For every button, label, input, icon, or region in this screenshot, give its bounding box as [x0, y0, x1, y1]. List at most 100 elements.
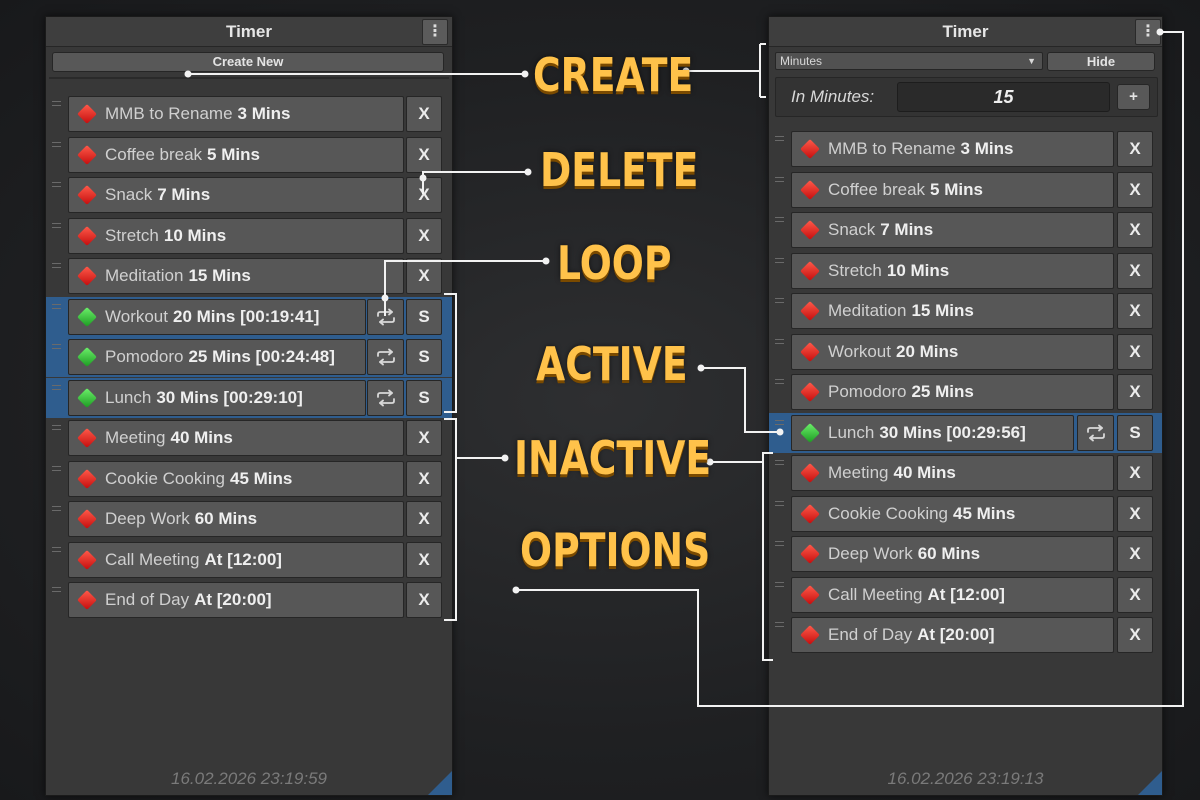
drag-handle-icon[interactable]: [775, 257, 784, 263]
delete-button[interactable]: X: [406, 541, 442, 578]
create-connector-right: [686, 43, 766, 98]
delete-button[interactable]: X: [1117, 212, 1153, 248]
drag-handle-icon[interactable]: [52, 303, 61, 309]
loop-arrows-icon[interactable]: [367, 379, 404, 416]
drag-handle-icon[interactable]: [775, 338, 784, 344]
delete-button[interactable]: X: [406, 96, 442, 132]
drag-handle-icon[interactable]: [775, 136, 784, 141]
drag-handle-icon[interactable]: [775, 460, 784, 465]
loop-arrows-icon[interactable]: [367, 298, 404, 335]
kebab-icon[interactable]: ⋮: [422, 19, 448, 45]
minutes-input[interactable]: 15: [897, 82, 1110, 112]
delete-button[interactable]: X: [406, 177, 442, 213]
drag-handle-icon[interactable]: [52, 384, 61, 390]
delete-button[interactable]: X: [1117, 536, 1153, 572]
drag-handle-icon[interactable]: [775, 419, 784, 425]
drag-handle-icon[interactable]: [52, 465, 61, 471]
drag-handle-icon[interactable]: [52, 222, 61, 228]
drag-handle-icon[interactable]: [52, 182, 61, 187]
stop-button[interactable]: S: [406, 379, 442, 416]
delete-button[interactable]: X: [1117, 576, 1153, 613]
delete-button[interactable]: X: [406, 420, 442, 456]
connector-dot: [512, 586, 520, 594]
delete-button[interactable]: X: [406, 582, 442, 618]
stop-button[interactable]: S: [1117, 414, 1153, 451]
hide-button[interactable]: Hide: [1047, 52, 1155, 71]
timer-duration: 3 Mins: [237, 104, 291, 123]
timer-name: Stretch: [828, 260, 882, 280]
delete-button[interactable]: X: [1117, 455, 1153, 491]
create-new-button[interactable]: Create New: [52, 52, 444, 72]
delete-button[interactable]: X: [1117, 131, 1153, 167]
delete-button[interactable]: X: [1117, 252, 1153, 289]
loop-arrows-icon[interactable]: [1077, 414, 1114, 451]
drag-handle-icon[interactable]: [52, 344, 61, 349]
add-timer-button[interactable]: +: [1117, 84, 1150, 110]
drag-handle-icon[interactable]: [775, 622, 784, 627]
delete-button[interactable]: X: [1117, 374, 1153, 410]
delete-button[interactable]: X: [1117, 617, 1153, 653]
drag-handle-icon[interactable]: [775, 176, 784, 182]
drag-handle-icon[interactable]: [52, 425, 61, 430]
drag-handle-icon[interactable]: [775, 379, 784, 384]
drag-handle-icon[interactable]: [52, 101, 61, 106]
drag-handle-icon[interactable]: [775, 541, 784, 546]
chevron-down-icon: ▼: [1027, 56, 1036, 66]
delete-button[interactable]: X: [406, 501, 442, 537]
drag-handle-icon[interactable]: [52, 506, 61, 511]
delete-button[interactable]: X: [406, 217, 442, 254]
timer-name: Call Meeting: [828, 584, 923, 604]
unit-dropdown[interactable]: Minutes ▼: [775, 52, 1043, 70]
drag-handle-icon[interactable]: [52, 141, 61, 147]
delete-button[interactable]: X: [1117, 293, 1153, 329]
delete-button[interactable]: X: [1117, 495, 1153, 532]
stop-button[interactable]: S: [406, 298, 442, 335]
delete-button[interactable]: X: [406, 258, 442, 294]
loop-arrows-icon[interactable]: [367, 339, 404, 375]
drag-handle-icon[interactable]: [775, 581, 784, 587]
delete-button[interactable]: X: [406, 136, 442, 173]
timer-name: MMB to Rename: [105, 104, 233, 123]
kebab-icon[interactable]: ⋮: [1135, 19, 1161, 45]
drag-handle-icon[interactable]: [775, 298, 784, 303]
delete-button[interactable]: X: [406, 460, 442, 497]
drag-handle-icon[interactable]: [775, 500, 784, 506]
drag-handle-icon[interactable]: [52, 263, 61, 268]
resize-handle[interactable]: [428, 771, 452, 795]
drag-handle-icon[interactable]: [52, 546, 61, 552]
delete-button[interactable]: X: [1117, 171, 1153, 208]
resize-handle[interactable]: [1138, 771, 1162, 795]
stop-button[interactable]: S: [406, 339, 442, 375]
delete-button[interactable]: X: [1117, 333, 1153, 370]
drag-handle-icon[interactable]: [775, 217, 784, 222]
drag-handle-icon[interactable]: [52, 587, 61, 592]
